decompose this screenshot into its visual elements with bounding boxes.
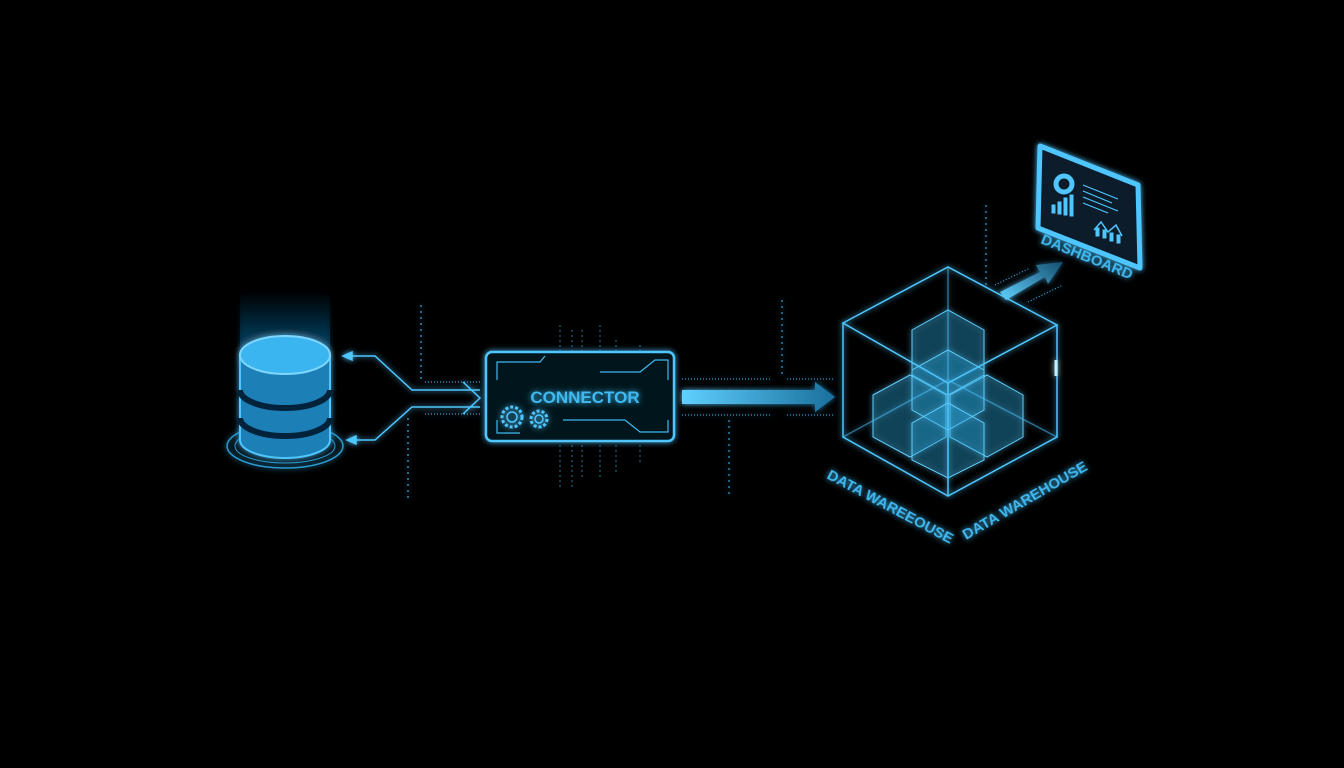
connector-label: CONNECTOR bbox=[530, 388, 639, 407]
gears-icon bbox=[500, 405, 549, 429]
warehouse-label-right: DATA WAREHOUSE bbox=[960, 458, 1091, 543]
connector-warehouse-edge bbox=[682, 300, 835, 498]
warehouse-label-left: DATA WAREEOUSE bbox=[824, 467, 956, 548]
warehouse-dashboard-edge bbox=[985, 205, 1064, 303]
database-icon bbox=[226, 290, 344, 469]
connector-node: CONNECTOR bbox=[484, 325, 676, 488]
tablet-dashboard-icon bbox=[1035, 143, 1143, 271]
cube-icon bbox=[841, 266, 1059, 497]
source-connector-edge bbox=[341, 305, 482, 498]
